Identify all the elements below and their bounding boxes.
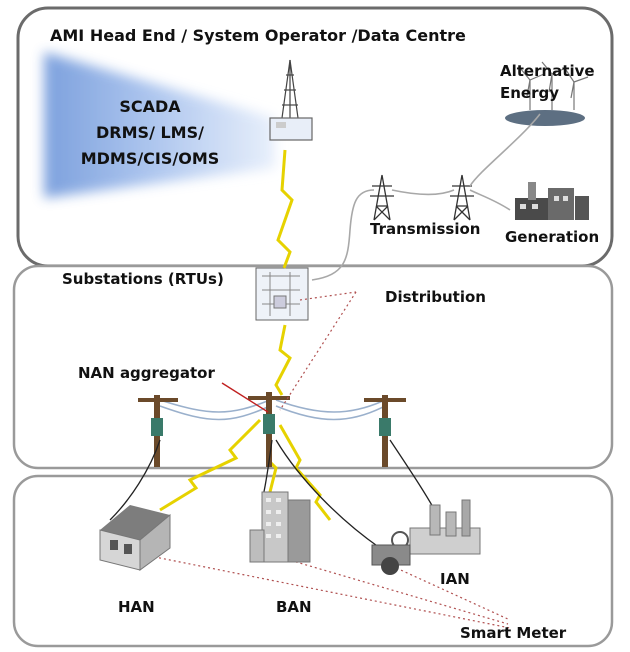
transmission-label: Transmission [370, 220, 481, 238]
office-building-icon [249, 491, 311, 563]
control-system-item: DRMS/ LMS/ [96, 123, 204, 142]
han-label: HAN [118, 598, 155, 616]
headend-title: AMI Head End / System Operator /Data Cen… [50, 26, 466, 45]
power-line-paths [311, 113, 541, 281]
headend-tower-icon [269, 59, 313, 141]
power-plant-icon [515, 182, 589, 220]
ian-label: IAN [440, 570, 470, 588]
transmission-tower-icon [370, 174, 474, 221]
factory-icon [371, 499, 481, 575]
nan-aggregator-label: NAN aggregator [78, 364, 215, 382]
alternative-energy-line: Energy [500, 84, 560, 102]
control-system-item: MDMS/CIS/OMS [80, 149, 220, 168]
wireless-link-icons [159, 149, 332, 521]
alternative-energy-label: Alternative Energy [500, 60, 595, 104]
control-centre-glow [44, 52, 275, 198]
control-systems-list: SCADA DRMS/ LMS/ MDMS/CIS/OMS [60, 94, 240, 172]
smart-meter-pointers [109, 291, 511, 629]
utility-pole-icons [138, 392, 406, 467]
distribution-label: Distribution [385, 288, 486, 306]
distribution-wires [159, 399, 386, 421]
smart-meter-label: Smart Meter [460, 624, 567, 642]
substations-label: Substations (RTUs) [62, 270, 224, 288]
nan-aggregator-pointer [221, 382, 269, 413]
generation-label: Generation [505, 228, 600, 246]
ban-label: BAN [276, 598, 312, 616]
alternative-energy-line: Alternative [500, 62, 595, 80]
control-system-item: SCADA [119, 97, 181, 116]
house-icon [99, 505, 171, 571]
distribution-panel [12, 264, 614, 470]
substation-icon [255, 267, 309, 321]
wind-farm-icon [505, 61, 589, 126]
